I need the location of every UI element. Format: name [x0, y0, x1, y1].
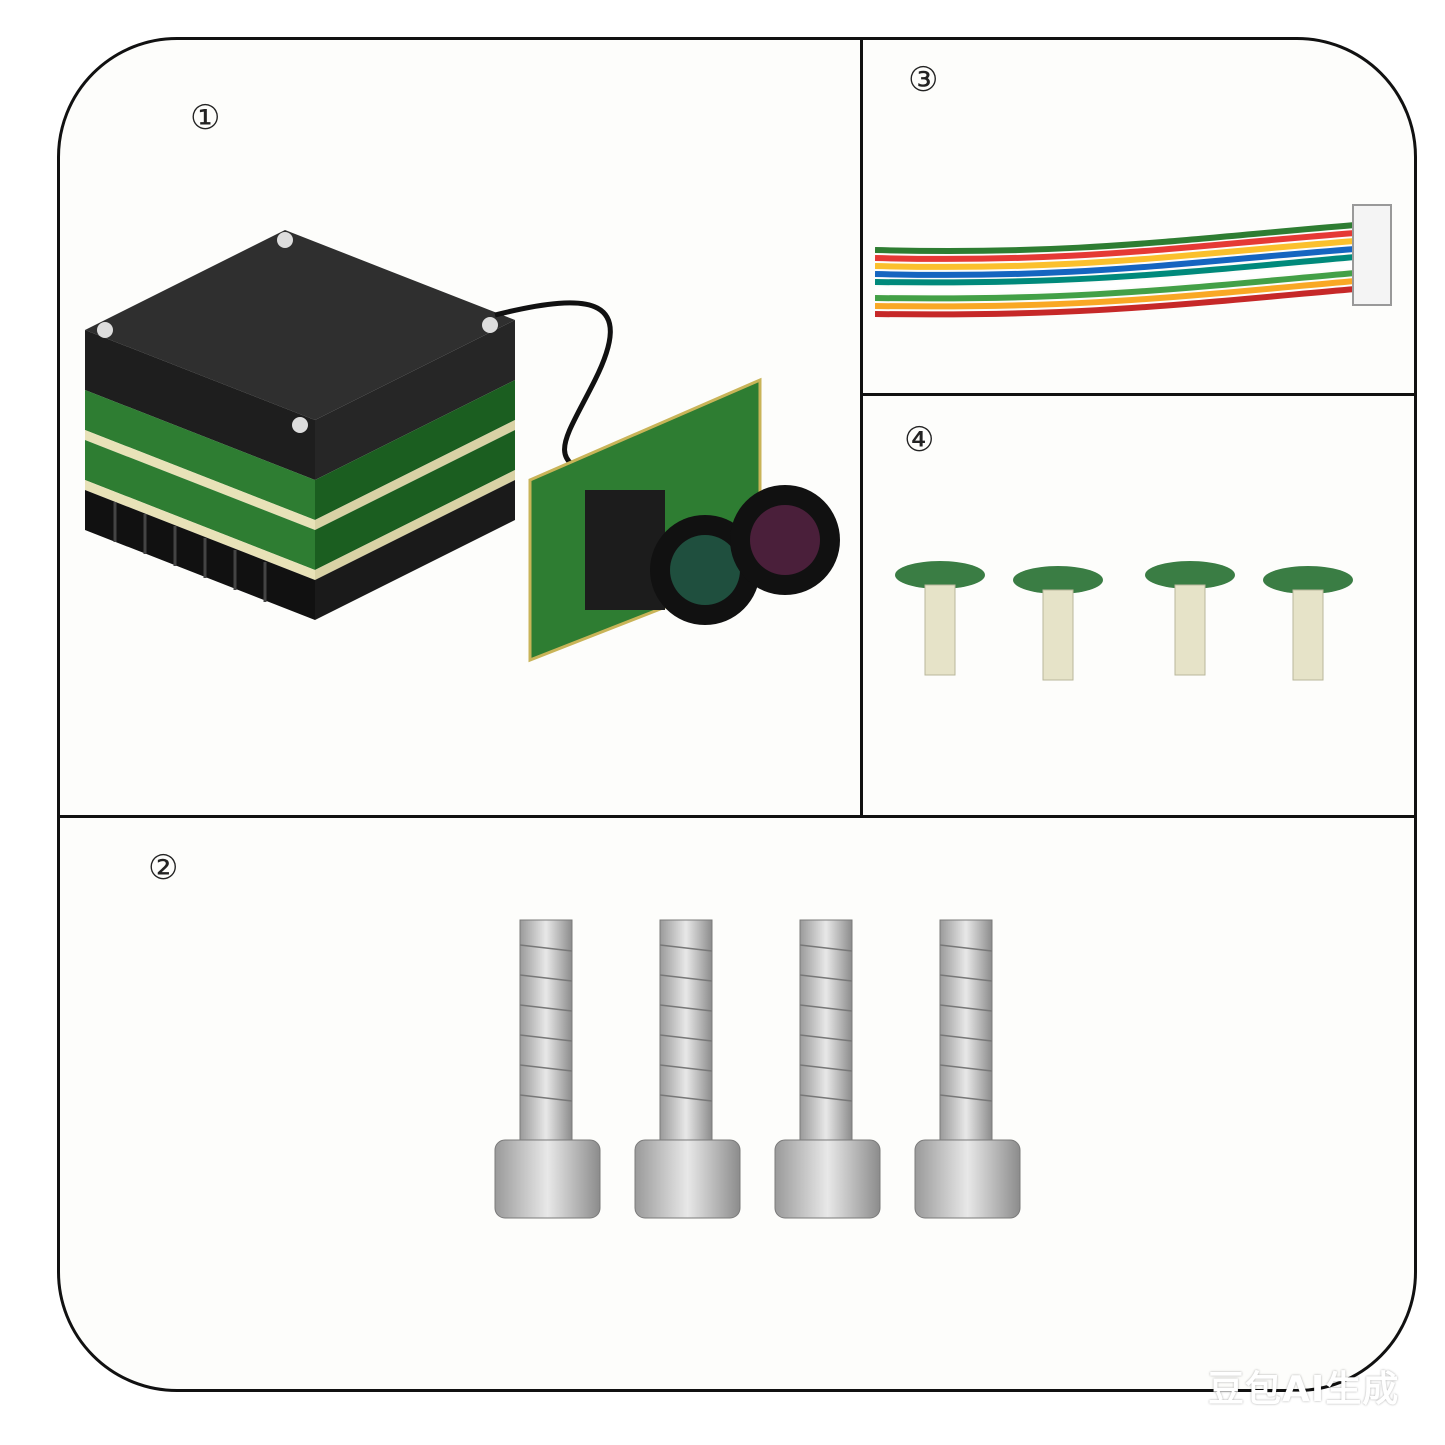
panel-4-label: ④ [904, 420, 935, 460]
long-screws-image [494, 919, 1021, 1219]
panel-3-label: ③ [908, 60, 939, 100]
watermark: 豆包AI生成 [1208, 1369, 1400, 1410]
divider-vertical [860, 40, 863, 818]
panel-2-label: ② [148, 848, 179, 888]
short-screws-image [895, 561, 1353, 681]
divider-horizontal-right [862, 393, 1414, 396]
divider-horizontal-main [60, 815, 1414, 818]
camera-module-image [85, 230, 840, 663]
wire-harness-image [875, 204, 1392, 318]
panel-1-label: ① [190, 98, 221, 138]
